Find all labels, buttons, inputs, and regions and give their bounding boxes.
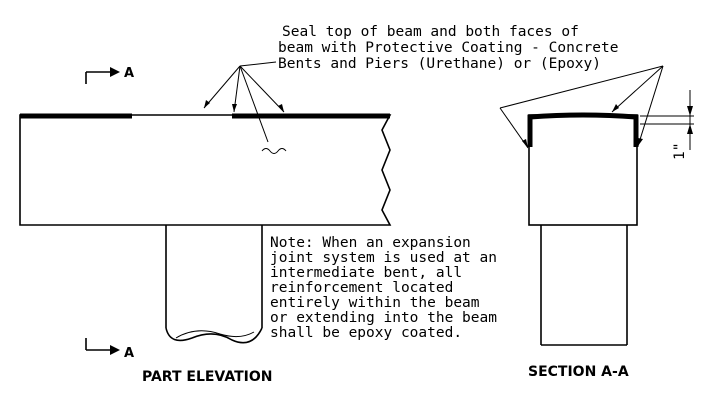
note-line: Note: When an expansion bbox=[270, 235, 471, 251]
section-cut-marker-top: A bbox=[85, 66, 134, 84]
arrowhead bbox=[612, 104, 619, 112]
section-beam-outline bbox=[528, 114, 638, 226]
note-line: entirely within the beam bbox=[270, 295, 480, 311]
note-line: reinforcement located bbox=[270, 280, 453, 296]
title-section: SECTION A-A bbox=[528, 364, 629, 380]
arrowhead bbox=[522, 139, 528, 148]
column-break-line bbox=[165, 327, 263, 344]
leader-line bbox=[637, 65, 664, 147]
dim-arrowhead bbox=[687, 106, 693, 116]
note: Note: When an expansion joint system is … bbox=[270, 235, 497, 341]
leader-line bbox=[239, 65, 269, 143]
section-coating bbox=[527, 112, 639, 147]
section-cut-marker-bottom: A bbox=[85, 338, 134, 361]
dim-arrowhead bbox=[687, 124, 693, 134]
beam-elevation bbox=[19, 113, 392, 226]
note-line: shall be epoxy coated. bbox=[270, 325, 462, 341]
callout-note: Seal top of beam and both faces of beam … bbox=[278, 24, 618, 72]
dimension-label: 1" bbox=[672, 143, 688, 160]
leader-line bbox=[239, 65, 285, 113]
note-line: intermediate bent, all bbox=[270, 265, 462, 281]
callout-line: beam with Protective Coating - Concrete bbox=[278, 40, 618, 56]
break-symbol bbox=[261, 148, 287, 154]
arrowhead bbox=[204, 100, 210, 108]
arrowhead bbox=[278, 104, 284, 112]
marker-arrowhead bbox=[110, 345, 120, 355]
section-marker-label: A bbox=[124, 346, 134, 361]
title-part-elevation: PART ELEVATION bbox=[142, 369, 272, 385]
callout-line: Bents and Piers (Urethane) or (Epoxy) bbox=[278, 56, 601, 72]
leader-line bbox=[203, 65, 241, 109]
leader-line bbox=[239, 61, 277, 67]
section-marker-label: A bbox=[124, 66, 134, 81]
note-line: joint system is used at an bbox=[270, 250, 497, 266]
marker-arrowhead bbox=[110, 67, 120, 77]
leader-line bbox=[611, 65, 664, 113]
callout-line: Seal top of beam and both faces of bbox=[282, 24, 579, 40]
section-a-a: 1" bbox=[499, 65, 694, 346]
leader-line bbox=[499, 65, 664, 109]
arrowhead bbox=[638, 138, 643, 146]
arrowhead bbox=[232, 104, 237, 112]
beam-outline bbox=[19, 114, 392, 226]
column-elevation bbox=[165, 225, 263, 344]
note-line: or extending into the beam bbox=[270, 310, 497, 326]
elevation-leaders bbox=[203, 61, 287, 154]
column-break-inner bbox=[175, 330, 255, 339]
